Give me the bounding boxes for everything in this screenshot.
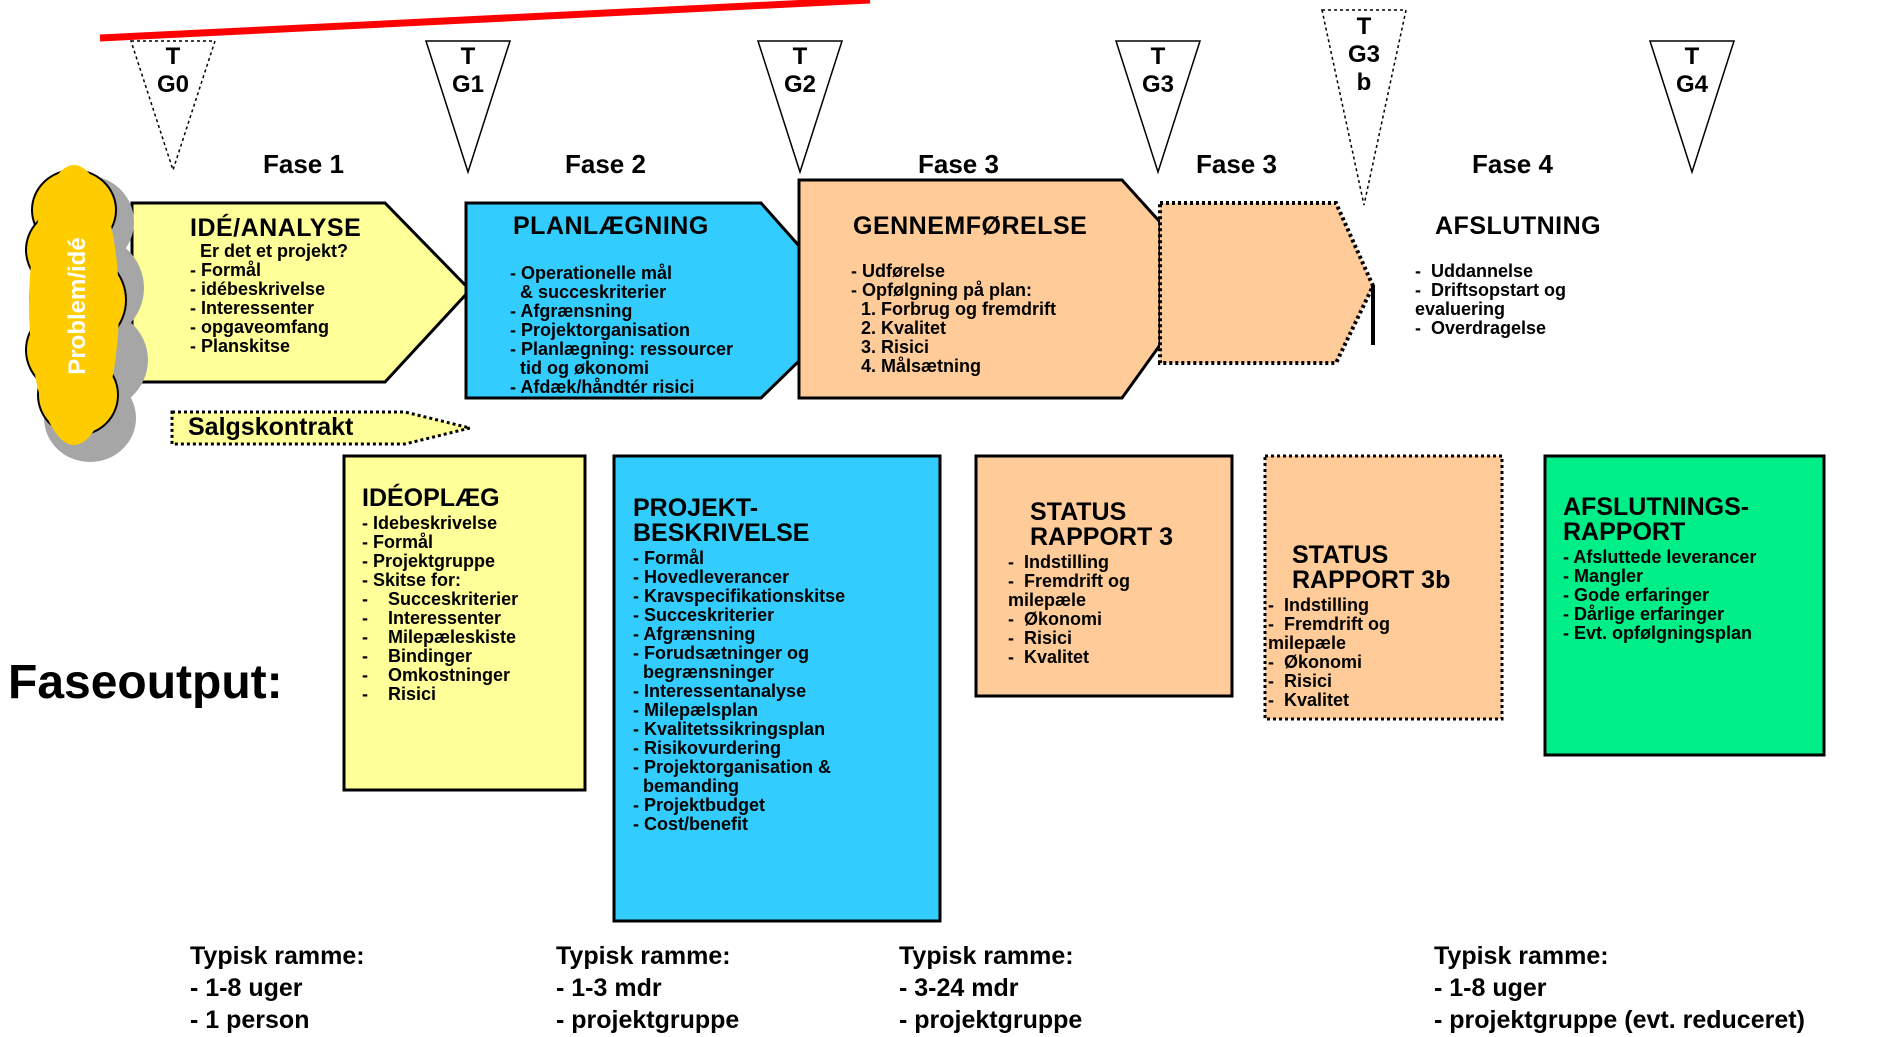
- output-projekt-title: PROJEKT- BESKRIVELSE: [633, 494, 810, 547]
- gate-g0-top: T: [165, 43, 181, 70]
- gate-g4-top: T: [1684, 43, 1700, 70]
- gate-g3-top: T: [1150, 43, 1166, 70]
- output-status3b-title: STATUS RAPPORT 3b: [1292, 541, 1451, 594]
- output-status3-box: [974, 454, 1234, 698]
- gate-g0: T G0: [128, 43, 218, 99]
- phase-label-3b: Fase 3: [1196, 149, 1277, 179]
- gate-g3-triangle: [1114, 40, 1202, 175]
- phase-label-1: Fase 1: [263, 149, 344, 179]
- ramme-fase1: Typisk ramme: - 1-8 uger - 1 person: [190, 942, 365, 1034]
- gate-g2: T G2: [755, 43, 845, 99]
- gate-g4-label: G4: [1675, 71, 1708, 98]
- gate-g0-triangle: [129, 40, 217, 173]
- output-ideoplaeg-lines: - Idebeskrivelse - Formål - Projektgrupp…: [362, 513, 519, 704]
- gate-g3b-triangle: [1321, 9, 1407, 206]
- gate-g2-top: T: [792, 43, 808, 70]
- ramme-fase2: Typisk ramme: - 1-3 mdr - projektgruppe: [556, 942, 740, 1034]
- gate-g0-label: G0: [156, 71, 189, 98]
- ramme-fase3: Typisk ramme: - 3-24 mdr - projektgruppe: [899, 942, 1083, 1034]
- output-projekt-lines: - Formål - Hovedleverancer - Kravspecifi…: [633, 548, 846, 834]
- phase-label-2: Fase 2: [565, 149, 646, 179]
- stage-fase3b-shape: [1158, 201, 1376, 365]
- output-projekt-box: [612, 454, 942, 923]
- phase-label-4: Fase 4: [1472, 149, 1553, 179]
- faseoutput-label: Faseoutput:: [8, 656, 283, 709]
- red-progress-line: [99, 0, 871, 42]
- gate-g3b-label: G3 b: [1347, 41, 1380, 96]
- stage-plan-title: PLANLÆGNING: [513, 212, 709, 240]
- gate-g1-triangle: [424, 40, 512, 175]
- phase-label-3: Fase 3: [918, 149, 999, 179]
- output-afslutning-lines: - Afsluttede leverancer - Mangler - Gode…: [1563, 547, 1757, 643]
- stage-plan-lines: - Operationelle mål & succeskriterier - …: [510, 263, 734, 397]
- gate-g1-top: T: [460, 43, 476, 70]
- output-status3-title: STATUS RAPPORT 3: [1030, 498, 1174, 551]
- stage-afslut-title: AFSLUTNING: [1435, 212, 1602, 240]
- cloud-label: Problem/idé: [64, 237, 91, 375]
- output-status3b-box: [1263, 454, 1504, 721]
- output-ideoplaeg-box: [342, 454, 587, 792]
- salgskontrakt-shape: [170, 410, 471, 446]
- stage-ide-title: IDÉ/ANALYSE: [190, 214, 362, 242]
- ramme-fase4: Typisk ramme: - 1-8 uger - projektgruppe…: [1434, 942, 1805, 1034]
- gate-g2-label: G2: [783, 71, 816, 98]
- gate-g1: T G1: [423, 43, 513, 99]
- salgskontrakt-label: Salgskontrakt: [188, 413, 354, 441]
- output-status3b: STATUS RAPPORT 3b - Indstilling - Fremdr…: [1268, 543, 1450, 710]
- gate-g3-label: G3: [1141, 71, 1174, 98]
- output-afslutning: AFSLUTNINGS- RAPPORT - Afsluttede levera…: [1563, 495, 1756, 643]
- stage-gennem-title: GENNEMFØRELSE: [853, 212, 1088, 240]
- output-ideoplaeg: IDÉOPLÆG - Idebeskrivelse - Formål - Pro…: [362, 486, 518, 704]
- stage-ide-lines: Er det et projekt? - Formål - idébeskriv…: [190, 241, 349, 356]
- cloud-fill: [29, 165, 119, 445]
- gate-g3b: T G3 b: [1319, 13, 1409, 97]
- gate-g3: T G3: [1113, 43, 1203, 99]
- gate-g2-triangle: [756, 40, 844, 175]
- gate-g1-label: G1: [451, 71, 484, 98]
- output-status3-lines: - Indstilling - Fremdrift og milepæle - …: [1008, 552, 1130, 667]
- gate-g4: T G4: [1647, 43, 1737, 99]
- stage-afslut-lines: - Uddannelse - Driftsopstart og evalueri…: [1415, 261, 1566, 338]
- output-afslutning-title: AFSLUTNINGS- RAPPORT: [1563, 493, 1750, 546]
- output-status3b-lines: - Indstilling - Fremdrift og milepæle - …: [1268, 595, 1390, 710]
- gate-g3b-top: T: [1356, 13, 1372, 40]
- stage-gennem-lines: - Udførelse - Opfølgning på plan: 1. For…: [851, 261, 1056, 376]
- output-afslutning-box: [1543, 454, 1826, 757]
- output-ideoplaeg-title: IDÉOPLÆG: [362, 484, 500, 512]
- output-projekt: PROJEKT- BESKRIVELSE - Formål - Hovedlev…: [633, 496, 845, 834]
- gate-g4-triangle: [1648, 40, 1736, 175]
- output-status3: STATUS RAPPORT 3 - Indstilling - Fremdri…: [1008, 500, 1173, 667]
